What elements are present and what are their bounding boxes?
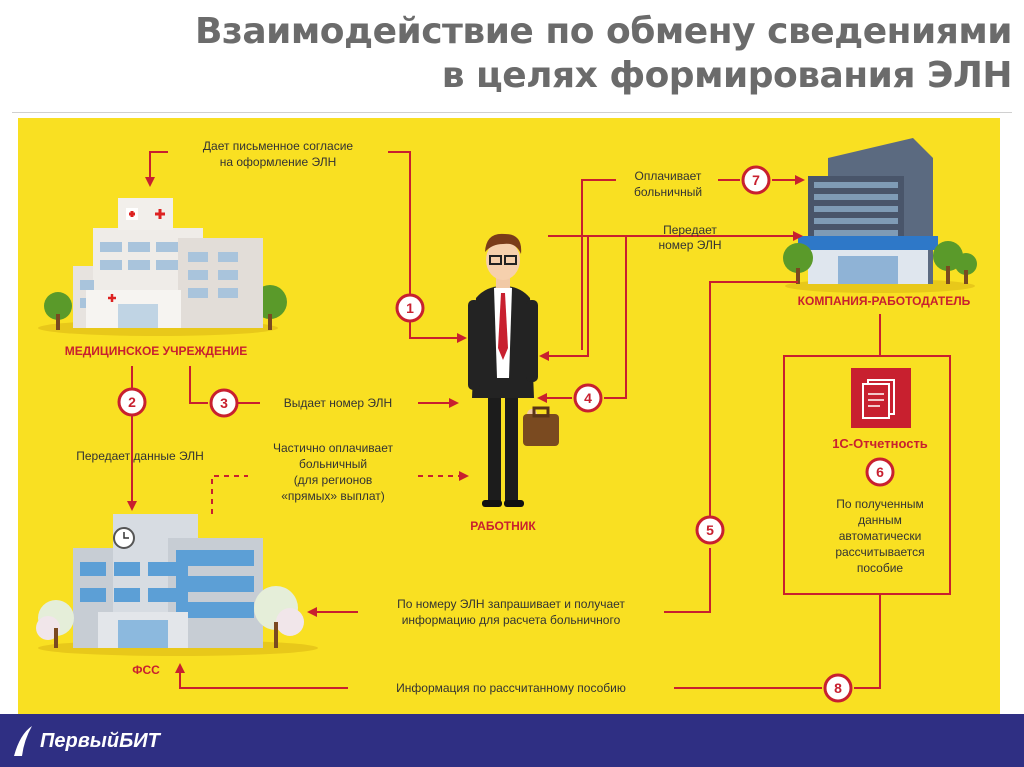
diagram-panel: МЕДИЦИНСКОЕ УЧРЕЖДЕНИЕ КОМПАНИЯ-РАБОТОДА… bbox=[18, 118, 1000, 714]
brand-name: ПервыйБИТ bbox=[40, 730, 160, 753]
svg-text:5: 5 bbox=[706, 522, 714, 538]
svg-text:2: 2 bbox=[128, 394, 136, 410]
step-4-text-line-1: Передает bbox=[663, 223, 717, 237]
step-5-text-line-2: информацию для расчета больничного bbox=[402, 613, 621, 627]
step-3-badge: 3 bbox=[211, 390, 237, 416]
svg-text:7: 7 bbox=[752, 172, 760, 188]
step-6-text-line-1: По полученным bbox=[836, 497, 924, 511]
step-7-text-line-1: Оплачивает bbox=[635, 169, 702, 183]
step-6-text-line-2: данным bbox=[858, 513, 902, 527]
footer-bar: ПервыйБИТ bbox=[0, 714, 1024, 767]
svg-text:1: 1 bbox=[406, 300, 414, 316]
otchetnost-label: 1С-Отчетность bbox=[832, 436, 928, 451]
title-line-2: в целях формирования ЭЛН bbox=[112, 54, 1012, 98]
fss-building-illustration bbox=[36, 514, 318, 656]
node-label-med: МЕДИЦИНСКОЕ УЧРЕЖДЕНИЕ bbox=[65, 344, 248, 358]
hospital-illustration bbox=[38, 198, 287, 336]
node-label-worker: РАБОТНИК bbox=[470, 519, 536, 533]
step-7-badge: 7 bbox=[743, 167, 769, 193]
step-4-badge: 4 bbox=[575, 385, 601, 411]
step-3-text: Выдает номер ЭЛН bbox=[284, 396, 392, 410]
step-4-text-line-2: номер ЭЛН bbox=[659, 238, 722, 252]
step-1-text-line-2: на оформление ЭЛН bbox=[220, 155, 337, 169]
node-label-employer: КОМПАНИЯ-РАБОТОДАТЕЛЬ bbox=[798, 294, 971, 308]
svg-text:4: 4 bbox=[584, 390, 592, 406]
partial-text-line-1: Частично оплачивает bbox=[273, 441, 393, 455]
page-title: Взаимодействие по обмену сведениями в це… bbox=[112, 10, 1012, 98]
brand-swoosh-icon bbox=[10, 724, 34, 758]
title-line-1: Взаимодействие по обмену сведениями bbox=[112, 10, 1012, 54]
step-2-badge: 2 bbox=[119, 389, 145, 415]
node-label-fss: ФСС bbox=[132, 663, 160, 677]
partial-text-line-2: больничный bbox=[299, 457, 367, 471]
diagram-canvas: МЕДИЦИНСКОЕ УЧРЕЖДЕНИЕ КОМПАНИЯ-РАБОТОДА… bbox=[18, 118, 1000, 714]
step-6-text-line-4: рассчитывается bbox=[835, 545, 924, 559]
office-building-illustration bbox=[783, 138, 977, 293]
step-2-text: Передает данные ЭЛН bbox=[76, 449, 204, 463]
svg-text:8: 8 bbox=[834, 680, 842, 696]
svg-text:6: 6 bbox=[876, 464, 884, 480]
step-7-text-line-2: больничный bbox=[634, 185, 702, 199]
brand-logo: ПервыйБИТ bbox=[10, 722, 160, 760]
partial-text-line-4: «прямых» выплат) bbox=[281, 489, 385, 503]
worker-illustration bbox=[468, 234, 559, 507]
step-5-text-line-1: По номеру ЭЛН запрашивает и получает bbox=[397, 597, 625, 611]
step-1-badge: 1 bbox=[397, 295, 423, 321]
step-6-badge: 6 bbox=[867, 459, 893, 485]
step-6-text-line-5: пособие bbox=[857, 561, 904, 575]
1c-otchetnost-icon bbox=[851, 368, 911, 428]
svg-text:3: 3 bbox=[220, 395, 228, 411]
step-8-badge: 8 bbox=[825, 675, 851, 701]
step-5-badge: 5 bbox=[697, 517, 723, 543]
title-divider bbox=[12, 112, 1012, 113]
partial-text-line-3: (для регионов bbox=[294, 473, 373, 487]
step-6-text-line-3: автоматически bbox=[839, 529, 922, 543]
step-8-text: Информация по рассчитанному пособию bbox=[396, 681, 626, 695]
step-1-text-line-1: Дает письменное согласие bbox=[203, 139, 354, 153]
